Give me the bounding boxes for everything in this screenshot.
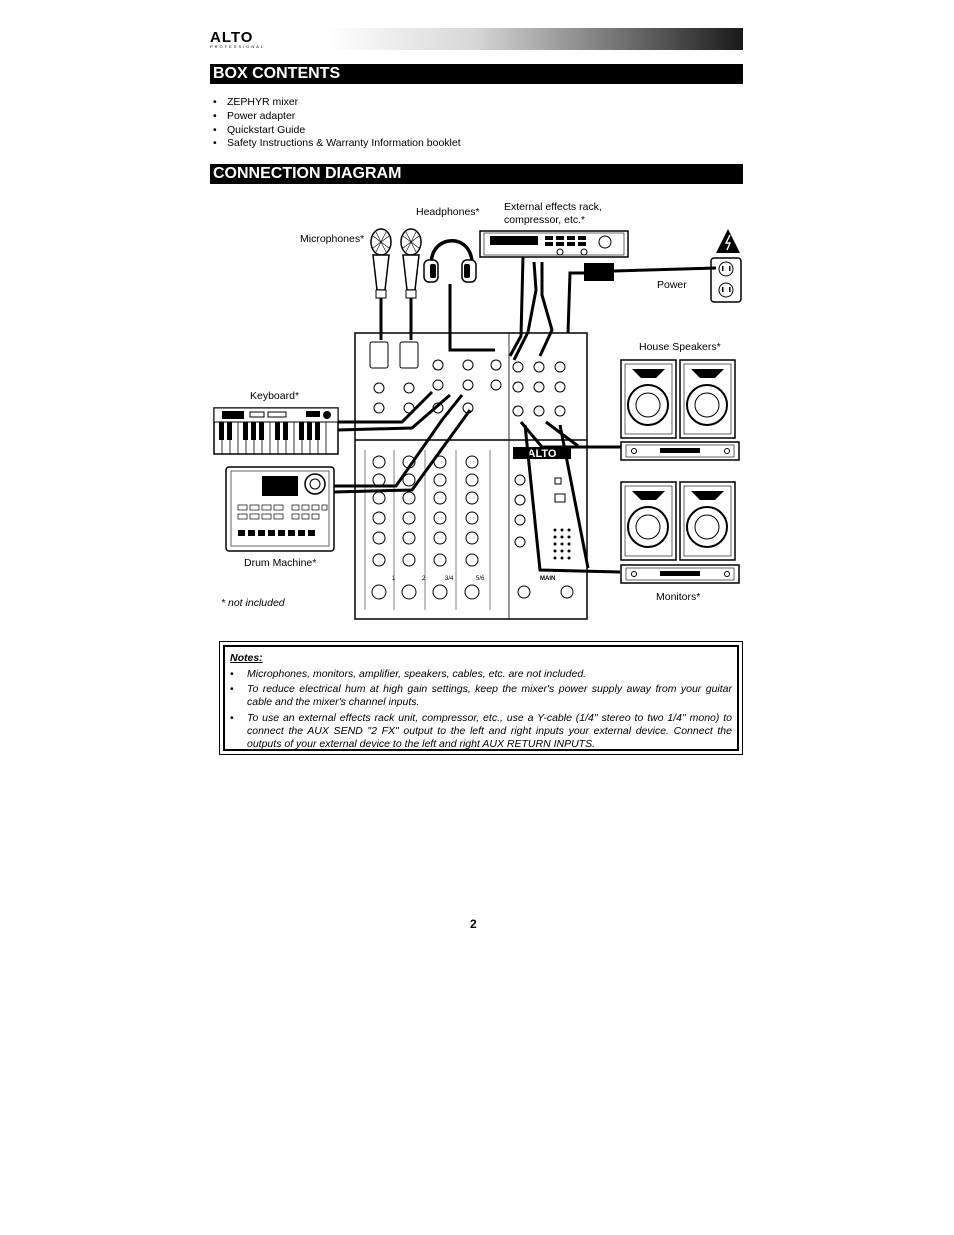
house-speaker-icon bbox=[680, 360, 735, 438]
house-speaker-icon bbox=[621, 360, 676, 438]
keyboard-icon bbox=[214, 408, 338, 454]
monitor-speaker-icon bbox=[621, 482, 676, 560]
notes-list: Microphones, monitors, amplifier, speake… bbox=[230, 668, 732, 753]
notes-inner-frame: Notes: Microphones, monitors, amplifier,… bbox=[223, 645, 739, 751]
list-item: To use an external effects rack unit, co… bbox=[230, 712, 732, 752]
list-item: To reduce electrical hum at high gain se… bbox=[230, 683, 732, 709]
effects-rack bbox=[480, 231, 628, 257]
notes-title: Notes: bbox=[230, 652, 263, 664]
mixer-logo-text: ALTO bbox=[528, 448, 557, 460]
mixer-main-label: MAIN bbox=[540, 576, 555, 582]
page-number: 2 bbox=[470, 917, 477, 931]
headphones-icon bbox=[424, 241, 476, 282]
power-outlet-icon bbox=[711, 258, 741, 302]
notes-box: Notes: Microphones, monitors, amplifier,… bbox=[219, 641, 743, 755]
monitor-speaker-icon bbox=[680, 482, 735, 560]
amplifier-icon bbox=[621, 442, 739, 460]
power-adapter bbox=[584, 263, 614, 281]
microphone-icon bbox=[401, 229, 421, 298]
microphone-icon bbox=[371, 229, 391, 298]
zephyr-mixer: ALTO 1 2 3/4 5/6 MAIN bbox=[355, 333, 587, 619]
connection-diagram: ALTO 1 2 3/4 5/6 MAIN bbox=[0, 0, 954, 640]
mixer-ch34-label: 3/4 bbox=[445, 576, 454, 582]
mixer-ch56-label: 5/6 bbox=[476, 576, 485, 582]
drum-machine-icon bbox=[226, 467, 334, 551]
warning-icon bbox=[716, 229, 740, 253]
list-item: Microphones, monitors, amplifier, speake… bbox=[230, 668, 732, 681]
amplifier-icon bbox=[621, 565, 739, 583]
